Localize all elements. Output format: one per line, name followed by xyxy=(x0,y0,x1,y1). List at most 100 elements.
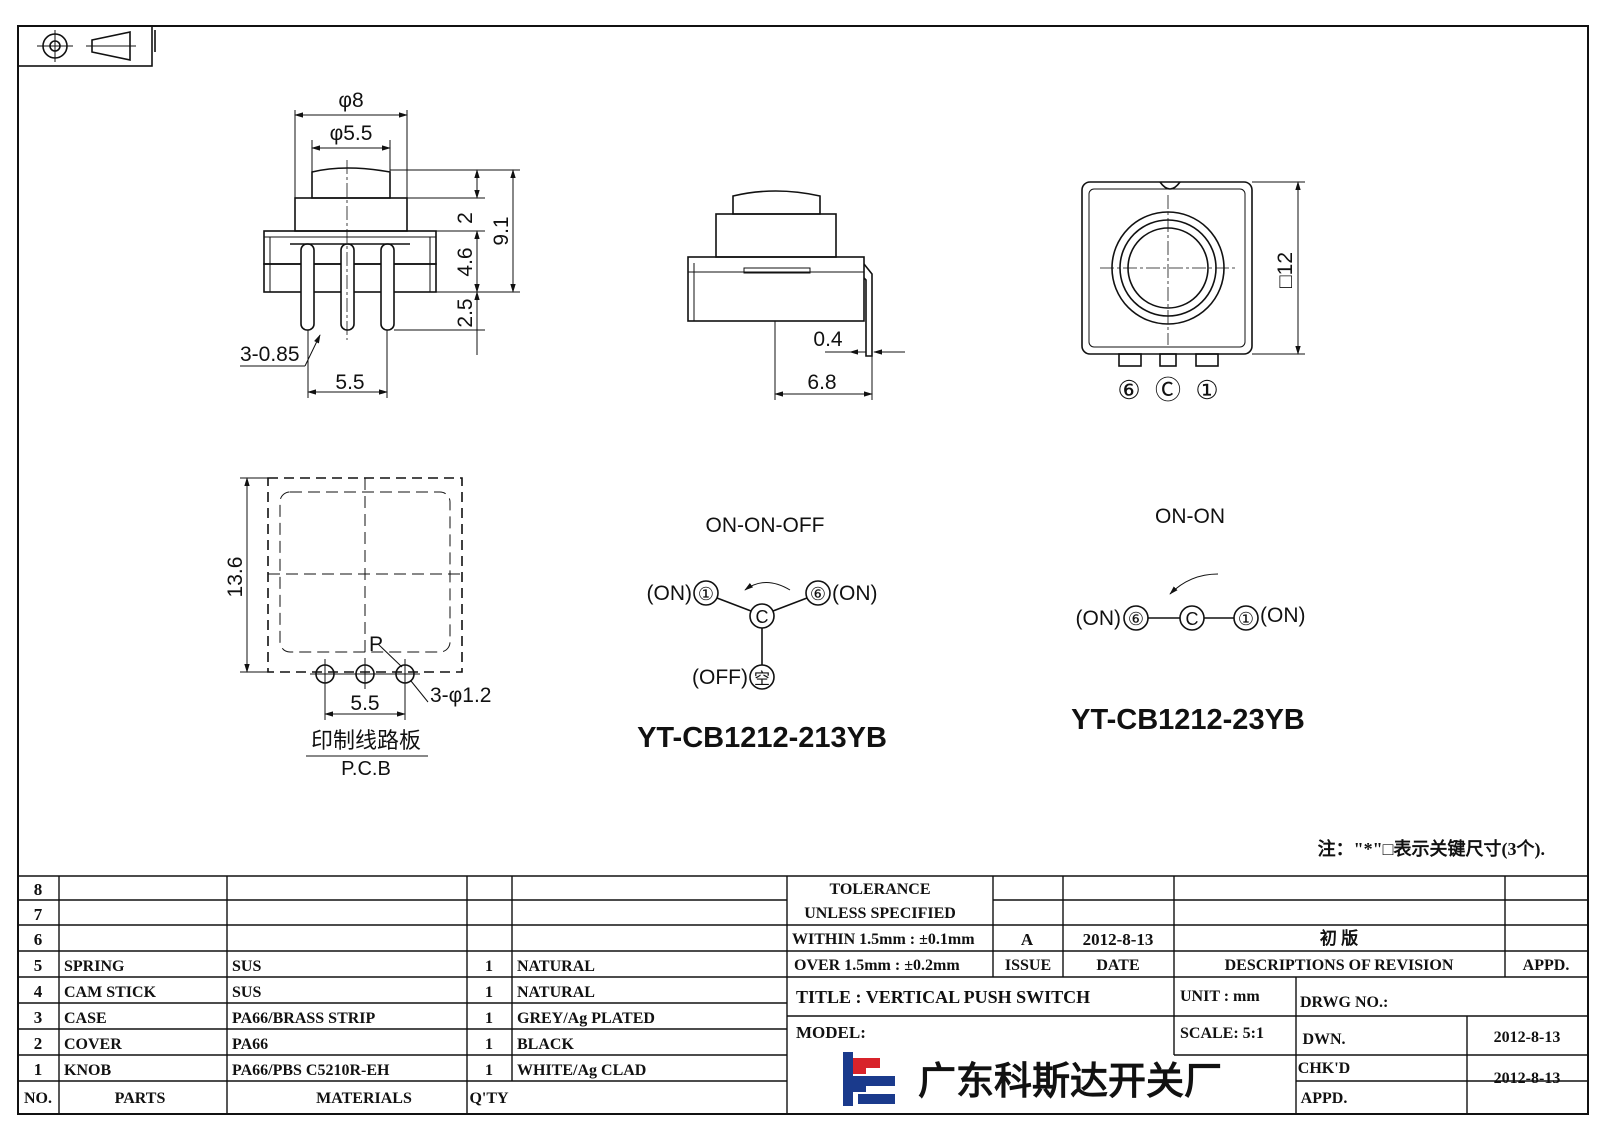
svg-text:NO.: NO. xyxy=(24,1090,52,1107)
svg-text:1: 1 xyxy=(485,1036,493,1053)
terminal-label: ① xyxy=(1195,375,1218,405)
table-header: NO. PARTS MATERIALS Q'TY xyxy=(24,1090,509,1107)
svg-text:NATURAL: NATURAL xyxy=(517,958,595,975)
circuit-label-bottom: (OFF) xyxy=(692,666,748,689)
svg-text:CASE: CASE xyxy=(64,1010,107,1027)
table-row: 4 CAM STICK SUS 1 NATURAL xyxy=(34,982,595,1001)
circuit-label-left: (ON) xyxy=(647,582,693,605)
svg-text:KNOB: KNOB xyxy=(64,1062,111,1079)
rev-header-issue: ISSUE xyxy=(1005,957,1051,974)
svg-text:PARTS: PARTS xyxy=(115,1090,166,1107)
pcb-p-label: P xyxy=(369,633,383,656)
revision-description: 初 版 xyxy=(1320,928,1358,948)
rev-header-description: DESCRIPTIONS OF REVISION xyxy=(1225,957,1454,974)
chkd-date: 2012-8-13 xyxy=(1494,1070,1561,1087)
table-row: 5 SPRING SUS 1 NATURAL xyxy=(34,956,595,975)
top-view: □12 ⑥ Ⓒ ① xyxy=(1081,181,1305,405)
drawing-number-label: DRWG NO.: xyxy=(1300,994,1388,1011)
pcb-label-en: P.C.B xyxy=(341,758,391,780)
title-block: TOLERANCE UNLESS SPECIFIED WITHIN 1.5mm … xyxy=(787,875,1588,1114)
tolerance-within: WITHIN 1.5mm : ±0.1mm xyxy=(792,931,975,948)
company-logo-icon xyxy=(843,1052,895,1106)
svg-text:1: 1 xyxy=(34,1060,43,1079)
revision-issue: A xyxy=(1021,930,1034,949)
svg-text:2: 2 xyxy=(34,1034,43,1053)
table-row: 6 xyxy=(34,930,43,949)
parts-table: 8 7 6 5 SPRING SUS 1 NATURAL 4 CAM STICK… xyxy=(18,875,788,1114)
svg-text:SPRING: SPRING xyxy=(64,958,125,975)
svg-text:SUS: SUS xyxy=(232,958,261,975)
svg-text:4: 4 xyxy=(34,982,43,1001)
projection-symbol-icon xyxy=(17,25,156,67)
rev-header-date: DATE xyxy=(1096,957,1139,974)
circuit-function: ON-ON xyxy=(1155,505,1225,528)
circuit-on-on-off: ON-ON-OFF (ON) ① ⑥ (ON) C 空 (OFF) YT-CB1… xyxy=(637,514,887,754)
dwn-label: DWN. xyxy=(1302,1031,1345,1048)
svg-text:6: 6 xyxy=(34,930,43,949)
svg-text:CAM STICK: CAM STICK xyxy=(64,984,157,1001)
svg-text:1: 1 xyxy=(485,984,493,1001)
svg-text:1: 1 xyxy=(485,958,493,975)
dim-h-top: 2 xyxy=(454,212,477,224)
table-row: 3 CASE PA66/BRASS STRIP 1 GREY/Ag PLATED xyxy=(34,1008,655,1027)
dim-terminal: 0.4 xyxy=(813,328,843,351)
circuit-pin-bottom: 空 xyxy=(754,670,770,688)
svg-text:7: 7 xyxy=(34,905,43,924)
tolerance-title: TOLERANCE xyxy=(829,881,930,898)
dim-pitch: 5.5 xyxy=(335,371,364,394)
svg-text:8: 8 xyxy=(34,880,43,899)
table-row: 1 KNOB PA66/PBS C5210R-EH 1 WHITE/Ag CLA… xyxy=(34,1060,647,1079)
sheet-border xyxy=(17,25,1589,1115)
drawing-title: TITLE : VERTICAL PUSH SWITCH xyxy=(796,987,1090,1007)
pcb-footprint: 13.6 P 5.5 3-φ1.2 印制线路板 P.C.B xyxy=(224,477,491,780)
svg-text:MATERIALS: MATERIALS xyxy=(316,1090,412,1107)
svg-text:PA66/PBS C5210R-EH: PA66/PBS C5210R-EH xyxy=(232,1062,390,1079)
circuit-model: YT-CB1212-213YB xyxy=(637,722,887,754)
pcb-pitch: 5.5 xyxy=(350,692,379,715)
svg-text:WHITE/Ag CLAD: WHITE/Ag CLAD xyxy=(517,1062,646,1079)
dim-width: 6.8 xyxy=(807,371,836,394)
svg-text:5: 5 xyxy=(34,956,43,975)
dim-h-total: 9.1 xyxy=(490,216,513,245)
dwn-date: 2012-8-13 xyxy=(1494,1029,1561,1046)
svg-text:PA66: PA66 xyxy=(232,1036,268,1053)
chkd-label: CHK'D xyxy=(1298,1060,1350,1077)
circuit-model: YT-CB1212-23YB xyxy=(1071,704,1305,736)
svg-text:1: 1 xyxy=(485,1062,493,1079)
drawing-scale: SCALE: 5:1 xyxy=(1180,1025,1264,1042)
table-row: 2 COVER PA66 1 BLACK xyxy=(34,1034,575,1053)
appd-label: APPD. xyxy=(1301,1090,1348,1107)
revision-date: 2012-8-13 xyxy=(1083,930,1154,949)
drawing-unit: UNIT : mm xyxy=(1180,988,1260,1005)
svg-text:1: 1 xyxy=(485,1010,493,1027)
circuit-label-left: (ON) xyxy=(1076,607,1122,630)
side-view: 6.8 0.4 xyxy=(687,190,905,400)
svg-text:NATURAL: NATURAL xyxy=(517,984,595,1001)
pcb-label-cn: 印制线路板 xyxy=(311,728,421,753)
dim-size: □12 xyxy=(1274,252,1297,288)
circuit-pin-left: ① xyxy=(698,584,714,604)
dim-cap-dia: φ5.5 xyxy=(330,122,373,145)
circuit-label-right: (ON) xyxy=(1260,604,1306,627)
svg-text:COVER: COVER xyxy=(64,1036,122,1053)
svg-text:PA66/BRASS STRIP: PA66/BRASS STRIP xyxy=(232,1010,376,1027)
dim-pins: 3-0.85 xyxy=(240,343,300,366)
dim-h-pins: 2.5 xyxy=(454,298,477,327)
front-view: φ8 φ5.5 2 4.6 2.5 9.1 3-0.85 5.5 xyxy=(240,89,520,398)
table-row: 7 xyxy=(34,905,43,924)
company-name: 广东科斯达开关厂 xyxy=(918,1061,1222,1103)
circuit-pin-center: C xyxy=(756,607,769,627)
terminal-label: Ⓒ xyxy=(1155,375,1181,405)
circuit-pin-left: ⑥ xyxy=(1128,609,1144,629)
circuit-label-right: (ON) xyxy=(832,582,878,605)
drawing-note: 注："*"□表示关键尺寸(3个). xyxy=(1318,838,1545,860)
pcb-size: 13.6 xyxy=(224,557,247,598)
svg-text:SUS: SUS xyxy=(232,984,261,1001)
circuit-function: ON-ON-OFF xyxy=(706,514,825,537)
dim-knob-dia: φ8 xyxy=(338,89,363,112)
svg-text:GREY/Ag PLATED: GREY/Ag PLATED xyxy=(517,1010,655,1027)
model-label: MODEL: xyxy=(796,1023,866,1042)
circuit-pin-center: C xyxy=(1186,609,1199,629)
svg-text:BLACK: BLACK xyxy=(517,1036,574,1053)
